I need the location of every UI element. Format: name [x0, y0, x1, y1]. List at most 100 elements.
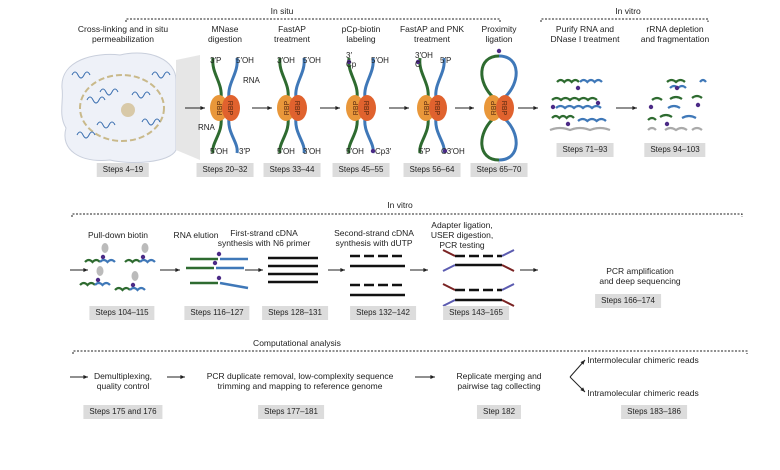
rna-strand-green	[480, 116, 500, 162]
steps-badge: Steps 94–103	[644, 143, 706, 157]
arrow-head	[200, 106, 205, 110]
rna-strand-blue	[227, 57, 239, 99]
rna-strand-green	[347, 117, 359, 154]
strand-end-label: 5′OH	[277, 147, 295, 156]
rbp-right	[222, 95, 240, 121]
rna-fragment	[699, 78, 707, 83]
rna-fragment	[667, 104, 681, 109]
rna-fragment	[129, 286, 146, 292]
strand-end-label: RNA	[243, 76, 260, 85]
rna-fragment	[549, 126, 611, 132]
section-label-in-situ: In situ	[270, 6, 294, 16]
chromatin-rna	[151, 71, 171, 79]
steps-badge: Steps 20–32	[196, 163, 254, 177]
adapter	[501, 264, 515, 272]
biotin-dot	[370, 148, 376, 154]
step-title: pCp-biotin labeling	[341, 24, 381, 44]
rbp-label: RBP	[226, 101, 233, 116]
biotin-dot	[565, 121, 571, 127]
adapter	[501, 249, 515, 257]
rbp-right	[289, 95, 307, 121]
strand-end-label: 3′OH	[277, 56, 295, 65]
rna-fragment	[691, 126, 703, 131]
chromatin-rna	[96, 121, 116, 129]
rna-strand-blue	[498, 54, 518, 100]
arrow-head	[423, 268, 428, 272]
arrow-head	[83, 268, 88, 272]
rbp-label: RBP	[491, 100, 498, 115]
rna-fragment	[691, 94, 703, 99]
rbp-right	[496, 95, 514, 121]
rna-strand-blue	[434, 57, 446, 99]
arrow-head	[258, 268, 263, 272]
adapter	[442, 283, 456, 291]
rna-blue	[219, 281, 249, 290]
strand-end-label: 3′OH C	[415, 51, 433, 69]
steps-badge: Steps 177–181	[258, 405, 324, 419]
biotin-dot	[575, 85, 581, 91]
adapter	[442, 249, 456, 257]
strand-end-label: 3′OH	[303, 147, 321, 156]
adapter	[501, 299, 515, 307]
arrow-head	[469, 106, 474, 110]
arrow-head	[175, 268, 180, 272]
steps-badge: Steps 166–174	[595, 294, 661, 308]
arrow-head	[340, 268, 345, 272]
strand-end-label: 5′OH	[210, 147, 228, 156]
rna-fragment	[114, 286, 131, 292]
step-title: PCR duplicate removal, low-complexity se…	[206, 371, 394, 391]
strand-end-label: C3′OH	[441, 147, 465, 156]
adapter	[442, 299, 456, 307]
rbp-right	[358, 95, 376, 121]
rna-strand-green	[211, 117, 223, 154]
arrow-head	[580, 360, 585, 365]
rna-fragment	[681, 114, 697, 119]
steps-badge: Steps 175 and 176	[83, 405, 163, 419]
rna-fragment	[666, 78, 686, 84]
streptavidin-bead	[131, 271, 139, 281]
rbp-label: RBP	[353, 100, 360, 115]
strand-end-label: 5′OH	[236, 56, 254, 65]
step-title: rRNA depletion and fragmentation	[640, 24, 710, 44]
arrow-head	[533, 268, 538, 272]
biotin-dot	[664, 121, 670, 127]
rbp-label: RBP	[293, 101, 300, 116]
rna-fragment	[124, 258, 141, 264]
strand-end-label: 5′P	[440, 56, 452, 65]
step-title: Intramolecular chimeric reads	[587, 388, 699, 398]
rna-fragment	[551, 96, 598, 102]
rna-strand-green	[418, 117, 430, 154]
steps-badge: Steps 45–55	[332, 163, 390, 177]
rna-strand-blue	[498, 116, 518, 162]
rna-strand-blue	[227, 117, 239, 154]
biotin-dot	[442, 148, 448, 154]
steps-badge: Steps 65–70	[470, 163, 528, 177]
streptavidin-bead	[96, 266, 104, 276]
rna-strand-blue	[363, 57, 375, 99]
biotin-dot	[346, 59, 352, 65]
rbp-label: RBP	[424, 100, 431, 115]
section-bracket	[125, 18, 501, 22]
biotin-dot	[550, 104, 556, 110]
biotin-dot	[216, 275, 222, 281]
strand-end-label: 3′P	[239, 147, 251, 156]
arrow-head	[430, 375, 435, 379]
biotin-dot	[140, 254, 146, 260]
adapter	[501, 283, 515, 291]
arrow-head	[83, 375, 88, 379]
rna-strand-green	[278, 117, 290, 154]
biotin-dot	[216, 251, 222, 257]
rna-fragment	[556, 78, 580, 84]
rbp-label: RBP	[433, 101, 440, 116]
strand-end-label: 5′OH	[346, 147, 364, 156]
rna-fragment	[647, 116, 657, 121]
rna-strand-green	[480, 54, 500, 100]
chromatin-rna	[76, 131, 96, 139]
arrow-head	[632, 106, 637, 110]
strand-end-label: RNA	[198, 123, 215, 132]
chromatin-rna	[141, 118, 161, 126]
section-label-in-vitro: In vitro	[615, 6, 641, 16]
